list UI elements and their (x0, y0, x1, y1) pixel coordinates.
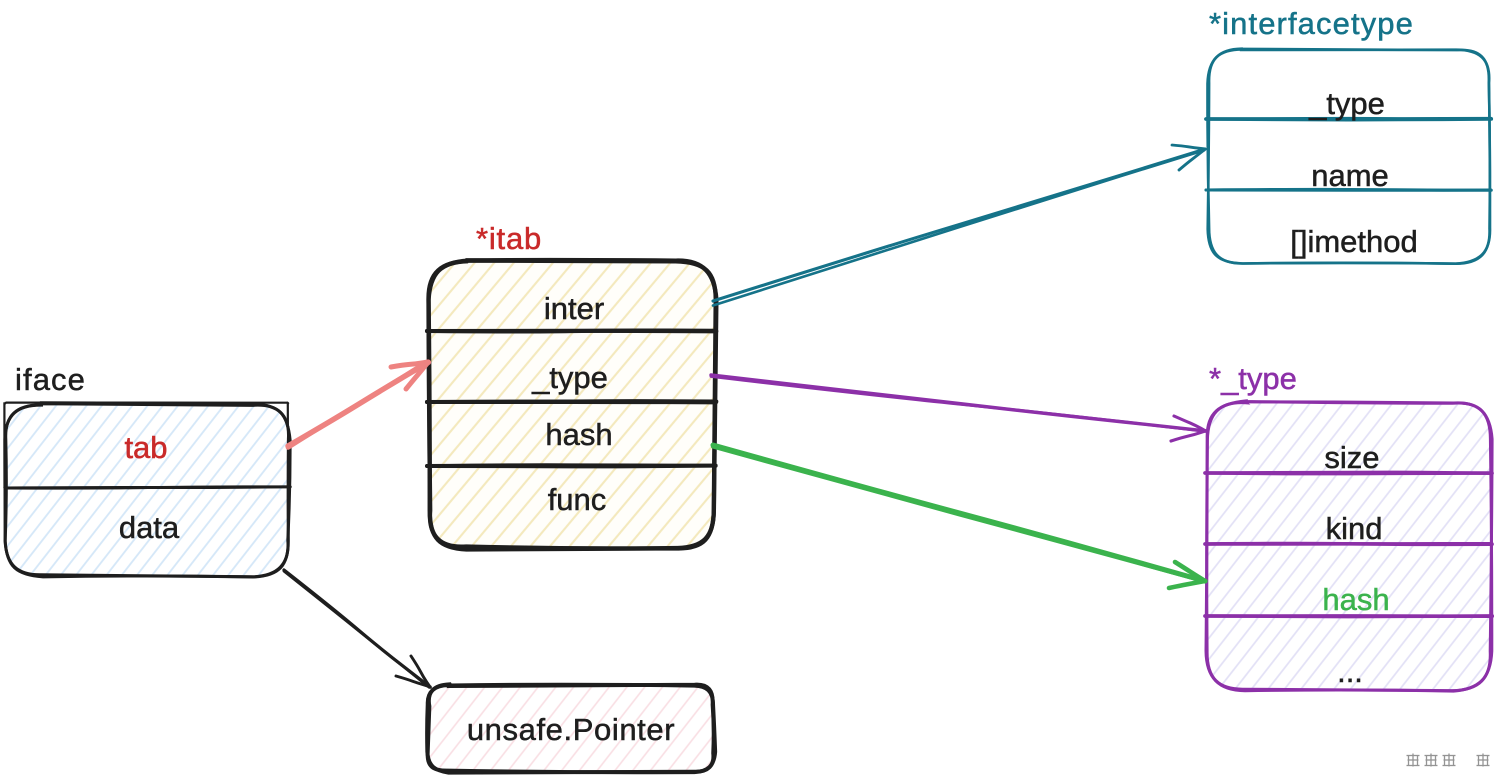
svg-text:*itab: *itab (476, 221, 542, 256)
svg-text:_type: _type (531, 360, 608, 395)
svg-text:*interfacetype: *interfacetype (1209, 6, 1414, 41)
svg-text:*_type: *_type (1209, 361, 1297, 396)
svg-text:inter: inter (544, 291, 604, 326)
svg-text:data: data (119, 510, 180, 545)
svg-text:kind: kind (1326, 511, 1383, 546)
svg-text:size: size (1324, 440, 1379, 475)
svg-text:[]imethod: []imethod (1290, 224, 1418, 259)
svg-text:func: func (548, 482, 607, 517)
svg-text:tab: tab (124, 430, 167, 465)
svg-text:...: ... (1337, 654, 1363, 689)
svg-text:name: name (1311, 158, 1389, 193)
svg-text:hash: hash (1322, 582, 1389, 617)
svg-text:iface: iface (15, 362, 86, 397)
svg-text:hash: hash (545, 417, 612, 452)
svg-text:_type: _type (1308, 86, 1385, 121)
svg-text:unsafe.Pointer: unsafe.Pointer (467, 712, 675, 747)
